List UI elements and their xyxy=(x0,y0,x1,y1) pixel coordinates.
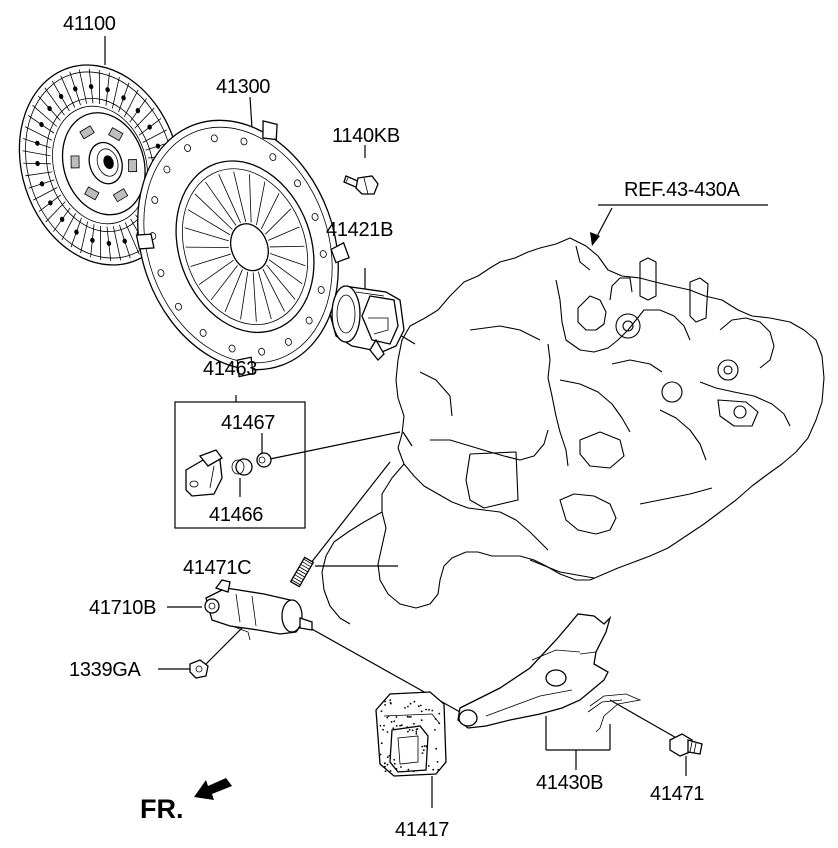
fork-boot xyxy=(375,691,447,777)
bleeder-41471c xyxy=(289,556,315,588)
label-front: FR. xyxy=(140,794,184,824)
label-41430b: 41430B xyxy=(536,772,603,794)
label-1140kb: 1140KB xyxy=(332,125,400,147)
label-41100: 41100 xyxy=(63,13,116,35)
clutch-cover xyxy=(135,119,350,378)
bolt-1140kb xyxy=(343,175,379,195)
disc-damper-springs xyxy=(70,125,138,203)
boot-texture xyxy=(379,699,441,773)
part-labels: 41100 41300 1140KB REF.43-430A 41421B 41… xyxy=(63,13,741,841)
release-bearing xyxy=(329,285,405,361)
label-41463: 41463 xyxy=(203,358,257,380)
bracket-set-box xyxy=(174,401,306,529)
label-41467: 41467 xyxy=(221,412,275,434)
label-41471: 41471 xyxy=(650,783,704,805)
diaphragm-fingers xyxy=(184,171,306,322)
label-ref-43-430a: REF.43-430A xyxy=(624,179,741,201)
transaxle-housing xyxy=(321,237,825,625)
pivot-bolt xyxy=(669,733,703,757)
bracket-41463 xyxy=(185,449,223,497)
front-arrow-icon xyxy=(194,778,232,800)
bushing-41466 xyxy=(231,458,253,476)
label-41471c: 41471C xyxy=(183,557,251,579)
label-41417: 41417 xyxy=(395,819,449,841)
label-1339ga: 1339GA xyxy=(69,659,142,681)
nut-1339ga xyxy=(189,659,209,679)
release-fork xyxy=(457,613,642,733)
label-41710b: 41710B xyxy=(89,597,156,619)
label-41466: 41466 xyxy=(209,504,263,526)
release-cylinder xyxy=(204,579,313,641)
bushing-41467 xyxy=(256,452,272,468)
label-41421b: 41421B xyxy=(326,219,393,241)
label-41300: 41300 xyxy=(216,76,270,98)
